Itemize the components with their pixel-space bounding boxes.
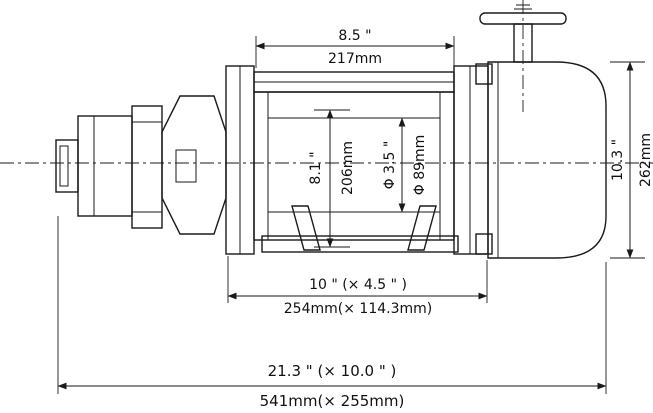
dim-height-mm-label: 262mm <box>638 133 653 187</box>
dim-barrel-inches-label: Φ 3.5 " <box>382 141 398 190</box>
hydraulic-motor <box>55 105 163 229</box>
dim-overall-length: 21.3 " (× 10.0 " ) 541mm(× 255mm) <box>57 216 607 410</box>
clutch-housing-outline <box>487 61 607 259</box>
dim-drum-width: 8.5 " 217mm <box>255 28 455 68</box>
drum-envelope <box>253 91 455 241</box>
dim-bolt-inches-label: 10 " (× 4.5 " ) <box>309 277 407 293</box>
motor-end-cap <box>55 139 79 193</box>
gear-housing-outline <box>161 95 227 235</box>
dim-overall-height: 10.3 " 262mm <box>610 61 653 259</box>
dim-height-inches-label: 10.3 " <box>610 139 626 181</box>
motor-flange <box>131 105 163 229</box>
dim-flange-diameter: 8.1 " 206mm <box>308 109 356 248</box>
dim-flange-mm-label: 206mm <box>340 141 356 195</box>
motor-body <box>77 115 133 217</box>
handle-stem <box>513 23 533 63</box>
clutch-housing <box>475 61 607 259</box>
housing-bottom-tab <box>475 233 493 255</box>
motor-end-cap-detail <box>59 145 69 187</box>
dim-drum-width-inches-label: 8.5 " <box>338 28 371 44</box>
drum-right-support-plate <box>453 65 489 255</box>
left-foot-brace <box>291 205 321 251</box>
dim-drum-width-mm-label: 217mm <box>328 51 382 67</box>
bottom-mounting-bar <box>261 235 459 253</box>
clutch-handle <box>479 0 567 112</box>
dim-overall-inches-label: 21.3 " (× 10.0 " ) <box>268 362 397 380</box>
housing-top-tab <box>475 63 493 85</box>
dim-overall-mm-label: 541mm(× 255mm) <box>260 392 405 410</box>
dim-bolt-pattern: 10 " (× 4.5 " ) 254mm(× 114.3mm) <box>227 256 488 317</box>
dim-barrel-diameter: Φ 3.5 " Φ 89mm <box>382 117 428 213</box>
dim-bolt-mm-label: 254mm(× 114.3mm) <box>284 301 432 317</box>
dim-barrel-mm-label: Φ 89mm <box>412 135 428 196</box>
gear-housing <box>161 95 227 235</box>
drum-assembly <box>225 65 489 255</box>
right-foot-brace <box>407 205 437 251</box>
gear-housing-boss <box>175 149 197 183</box>
dim-flange-inches-label: 8.1 " <box>308 151 324 184</box>
